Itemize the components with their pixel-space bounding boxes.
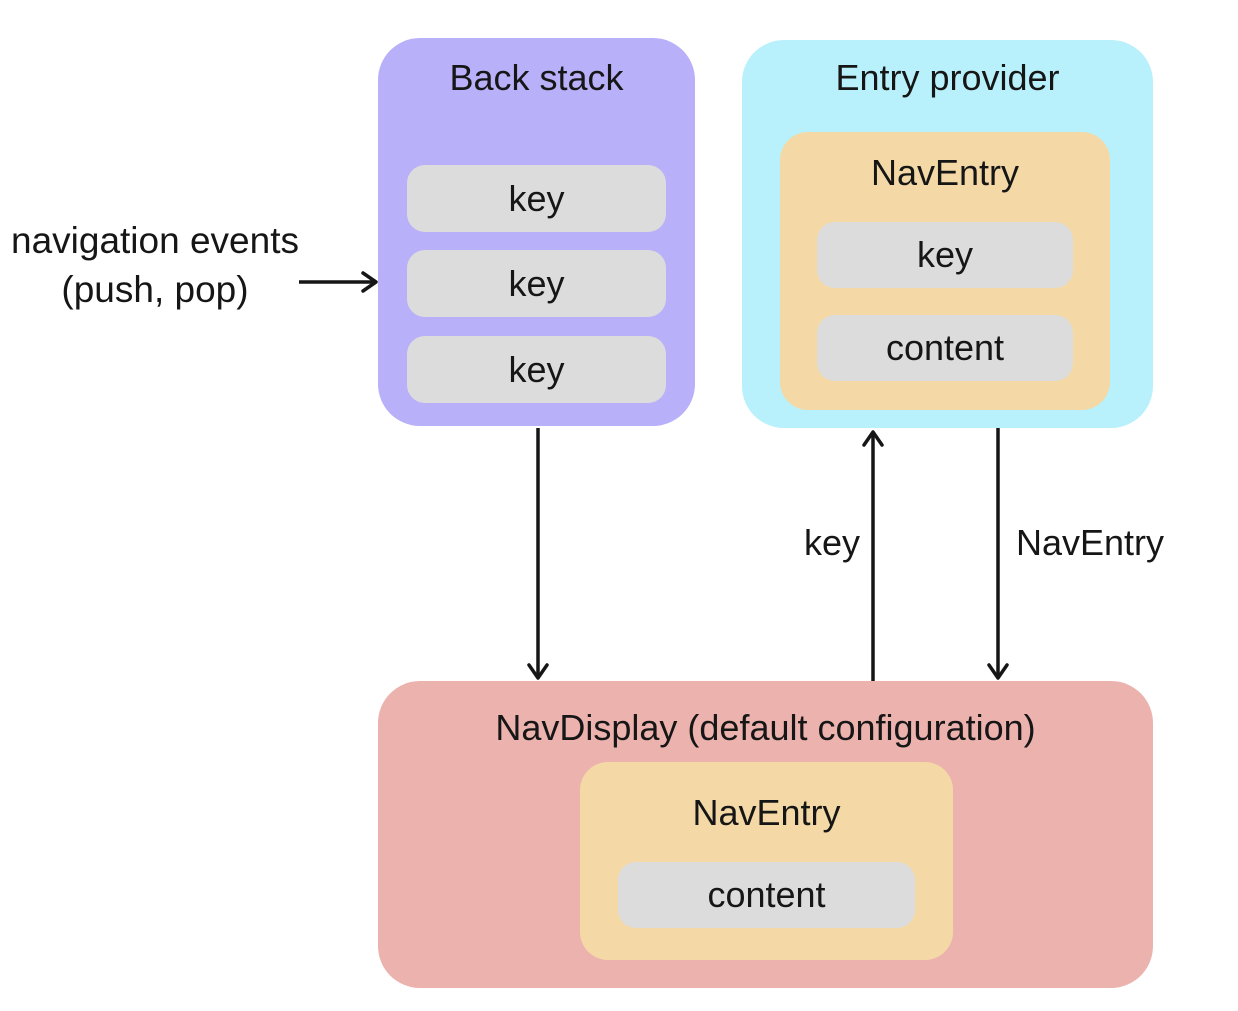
entry-provider-nav-entry-box: NavEntry key content [780,132,1110,410]
key-arrow-label: key [803,522,860,563]
nav-entry-title: NavEntry [692,792,841,833]
nav-entry-content-chip: content [817,315,1073,381]
nav-entry-key-chip: key [817,222,1073,288]
back-stack-title: Back stack [449,57,624,98]
nav-display-title: NavDisplay (default configuration) [495,707,1036,748]
entry-provider-title: Entry provider [835,57,1060,98]
nav-entry-content-chip: content [618,862,915,928]
navigation-events-line2: (push, pop) [61,269,249,310]
back-stack-key-chip: key [407,336,666,403]
navigation-events-label: navigation events (push, pop) [5,216,305,314]
nav-entry-arrow-label: NavEntry [1016,522,1165,563]
back-stack-key-chip: key [407,250,666,317]
nav-display-nav-entry-box: NavEntry content [580,762,953,960]
back-stack-key-chip: key [407,165,666,232]
entry-provider-box: Entry provider NavEntry key content [742,40,1153,428]
navigation-events-line1: navigation events [11,220,299,261]
nav-entry-title: NavEntry [870,152,1020,193]
back-stack-box: Back stack key key key [378,38,695,426]
nav-display-box: NavDisplay (default configuration) NavEn… [378,681,1153,988]
